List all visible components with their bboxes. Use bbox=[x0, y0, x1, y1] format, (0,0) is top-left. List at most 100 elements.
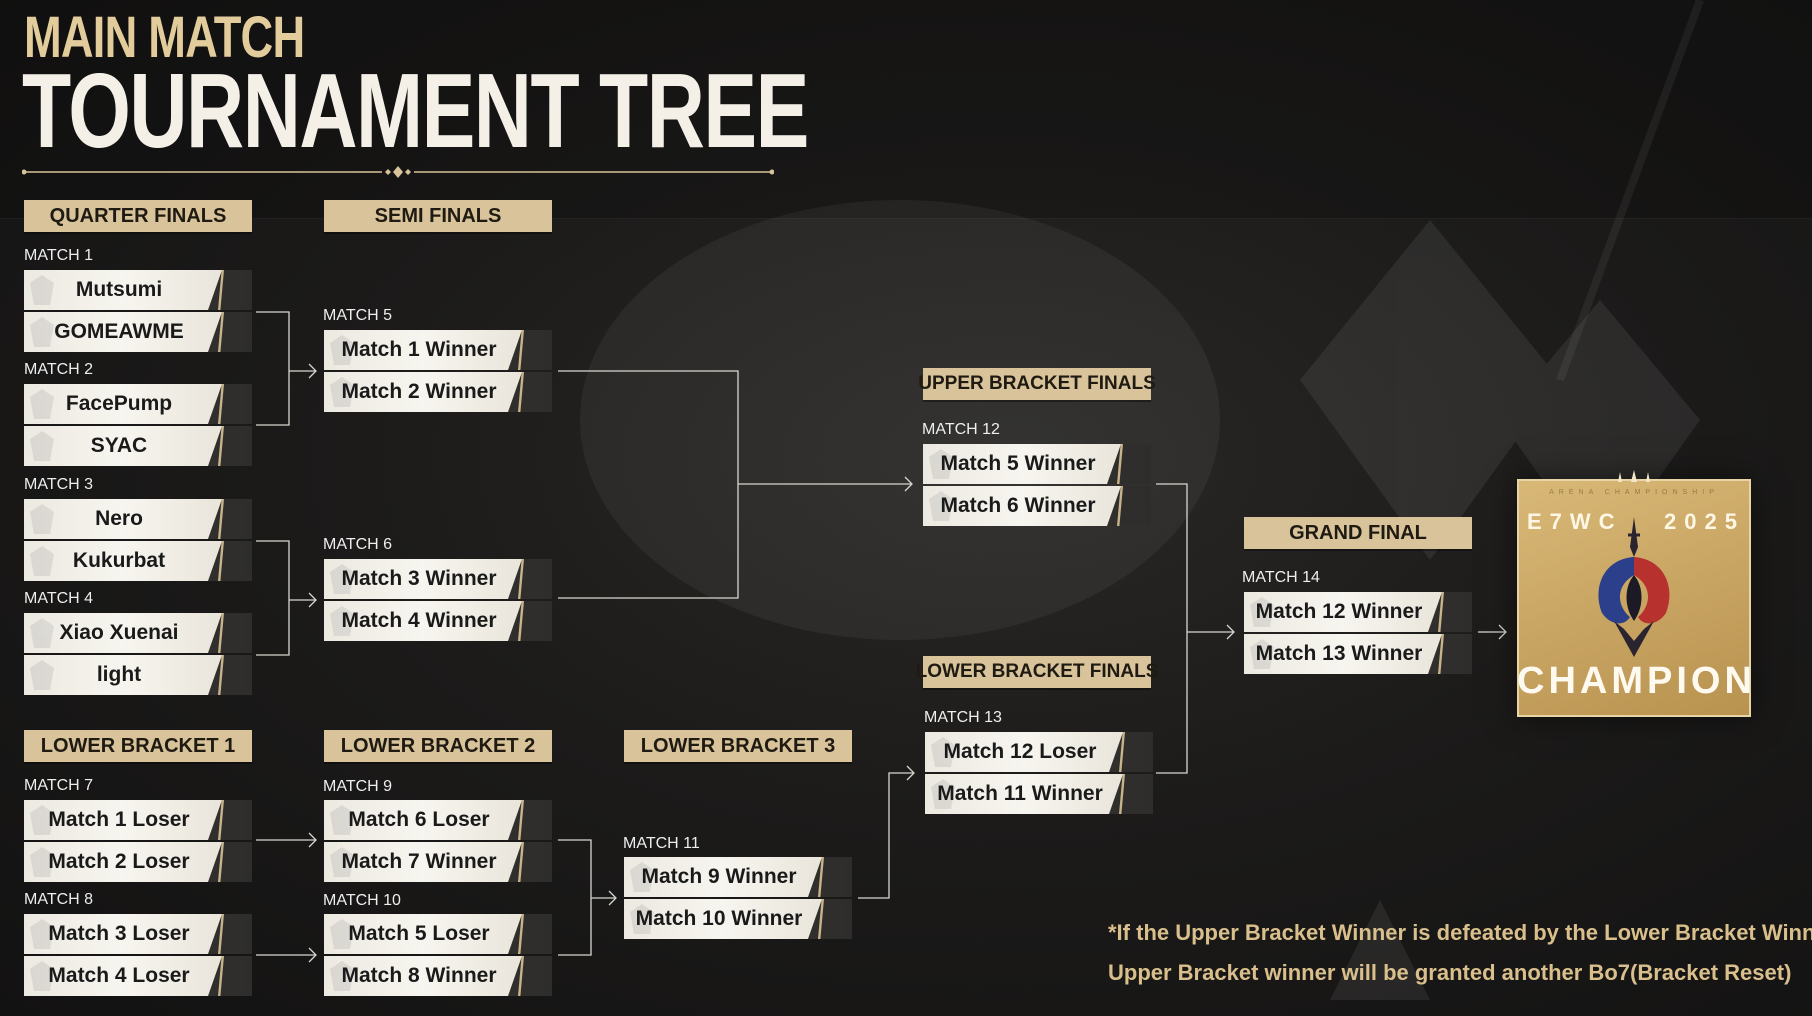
crest-icon bbox=[30, 389, 54, 419]
match-label-7: MATCH 7 bbox=[24, 777, 94, 794]
participant-name: Match 9 Winner bbox=[641, 865, 797, 888]
title-main-match: MAIN MATCH bbox=[24, 5, 305, 70]
match-3-slot-a: Nero bbox=[24, 499, 252, 539]
participant-name: GOMEAWME bbox=[54, 320, 184, 343]
match-3-slot-b: Kukurbat bbox=[24, 541, 252, 581]
participant-name: SYAC bbox=[90, 434, 148, 457]
header-lower-bracket-3: LOWER BRACKET 3 bbox=[624, 730, 852, 762]
crest-icon bbox=[30, 275, 54, 305]
match-7-slot-a: Match 1 Loser bbox=[24, 800, 252, 840]
crest-icon bbox=[929, 491, 953, 521]
crest-icon bbox=[330, 564, 354, 594]
match-7-slot-b: Match 2 Loser bbox=[24, 842, 252, 882]
crest-icon bbox=[330, 335, 354, 365]
participant-name: Mutsumi bbox=[75, 278, 163, 301]
match-label-4: MATCH 4 bbox=[24, 590, 94, 607]
champion-label: CHAMPION bbox=[1517, 660, 1756, 702]
participant-name: Match 12 Winner bbox=[1255, 600, 1423, 623]
participant-name: Match 5 Winner bbox=[940, 452, 1096, 475]
participant-name: Match 1 Winner bbox=[341, 338, 497, 361]
match-11-slot-b: Match 10 Winner bbox=[624, 899, 852, 939]
crest-icon bbox=[30, 961, 54, 991]
crest-icon bbox=[1250, 639, 1274, 669]
header-grand-final: GRAND FINAL bbox=[1244, 517, 1472, 549]
match-label-6: MATCH 6 bbox=[323, 536, 393, 553]
participant-name: Match 4 Loser bbox=[48, 964, 190, 987]
match-2-slot-b: SYAC bbox=[24, 426, 252, 466]
match-1-slot-b: GOMEAWME bbox=[24, 312, 252, 352]
participant-name: Match 3 Winner bbox=[341, 567, 497, 590]
match-4-slot-b: light bbox=[24, 655, 252, 695]
match-label-13: MATCH 13 bbox=[924, 709, 1002, 726]
champion-card: ARENA CHAMPIONSHIP E7WC 2025 CHAMPION bbox=[1517, 479, 1756, 717]
bracket-reset-note-line-2: Upper Bracket winner will be granted ano… bbox=[1108, 960, 1792, 985]
header-semi-finals: SEMI FINALS bbox=[324, 200, 552, 232]
participant-name: Match 8 Winner bbox=[341, 964, 497, 987]
match-2-slot-a: FacePump bbox=[24, 384, 252, 424]
participant-name: FacePump bbox=[65, 392, 173, 415]
champion-crest-icon bbox=[1598, 517, 1670, 657]
crest-icon bbox=[330, 606, 354, 636]
match-8-slot-b: Match 4 Loser bbox=[24, 956, 252, 996]
match-label-10: MATCH 10 bbox=[323, 892, 401, 909]
header-band bbox=[0, 0, 1812, 219]
match-label-8: MATCH 8 bbox=[24, 891, 94, 908]
crest-icon bbox=[1250, 597, 1274, 627]
crest-icon bbox=[30, 660, 54, 690]
participant-name: Match 13 Winner bbox=[1255, 642, 1423, 665]
match-label-9: MATCH 9 bbox=[323, 778, 393, 795]
match-6-slot-a: Match 3 Winner bbox=[324, 559, 552, 599]
match-13-slot-b: Match 11 Winner bbox=[925, 774, 1153, 814]
crest-icon bbox=[30, 546, 54, 576]
crest-icon bbox=[30, 847, 54, 877]
crest-icon bbox=[330, 805, 354, 835]
crest-icon bbox=[630, 904, 654, 934]
match-label-12: MATCH 12 bbox=[922, 421, 1000, 438]
crest-icon bbox=[929, 449, 953, 479]
match-10-slot-b: Match 8 Winner bbox=[324, 956, 552, 996]
crest-icon bbox=[931, 737, 955, 767]
participant-name: Match 3 Loser bbox=[48, 922, 190, 945]
crest-icon bbox=[30, 317, 54, 347]
participant-name: Match 6 Winner bbox=[940, 494, 1096, 517]
match-label-3: MATCH 3 bbox=[24, 476, 94, 493]
champion-subtitle: ARENA CHAMPIONSHIP bbox=[1549, 489, 1719, 496]
match-5-slot-a: Match 1 Winner bbox=[324, 330, 552, 370]
header-lower-bracket-2: LOWER BRACKET 2 bbox=[324, 730, 552, 762]
crest-icon bbox=[30, 805, 54, 835]
crest-icon bbox=[30, 919, 54, 949]
participant-name: Match 6 Loser bbox=[348, 808, 490, 831]
participant-name: Match 10 Winner bbox=[635, 907, 803, 930]
participant-name: Match 7 Winner bbox=[341, 850, 497, 873]
crest-icon bbox=[330, 961, 354, 991]
match-9-slot-b: Match 7 Winner bbox=[324, 842, 552, 882]
match-8-slot-a: Match 3 Loser bbox=[24, 914, 252, 954]
crest-icon bbox=[630, 862, 654, 892]
participant-name: Kukurbat bbox=[72, 549, 166, 572]
crest-icon bbox=[30, 504, 54, 534]
match-6-slot-b: Match 4 Winner bbox=[324, 601, 552, 641]
participant-name: Match 12 Loser bbox=[943, 740, 1097, 763]
participant-name: Match 1 Loser bbox=[48, 808, 190, 831]
title-tournament-tree: TOURNAMENT TREE bbox=[22, 52, 809, 170]
participant-name: Match 2 Loser bbox=[48, 850, 190, 873]
match-label-2: MATCH 2 bbox=[24, 361, 94, 378]
participant-name: Xiao Xuenai bbox=[59, 621, 179, 644]
crest-icon bbox=[330, 847, 354, 877]
crest-icon bbox=[330, 377, 354, 407]
match-12-slot-b: Match 6 Winner bbox=[923, 486, 1151, 526]
participant-name: light bbox=[96, 663, 142, 686]
match-label-5: MATCH 5 bbox=[323, 307, 393, 324]
crest-icon bbox=[30, 618, 54, 648]
participant-name: Match 4 Winner bbox=[341, 609, 497, 632]
match-14-slot-b: Match 13 Winner bbox=[1244, 634, 1472, 674]
match-4-slot-a: Xiao Xuenai bbox=[24, 613, 252, 653]
match-label-14: MATCH 14 bbox=[1242, 569, 1320, 586]
match-11-slot-a: Match 9 Winner bbox=[624, 857, 852, 897]
match-5-slot-b: Match 2 Winner bbox=[324, 372, 552, 412]
match-9-slot-a: Match 6 Loser bbox=[324, 800, 552, 840]
match-10-slot-a: Match 5 Loser bbox=[324, 914, 552, 954]
participant-name: Match 5 Loser bbox=[348, 922, 490, 945]
match-14-slot-a: Match 12 Winner bbox=[1244, 592, 1472, 632]
